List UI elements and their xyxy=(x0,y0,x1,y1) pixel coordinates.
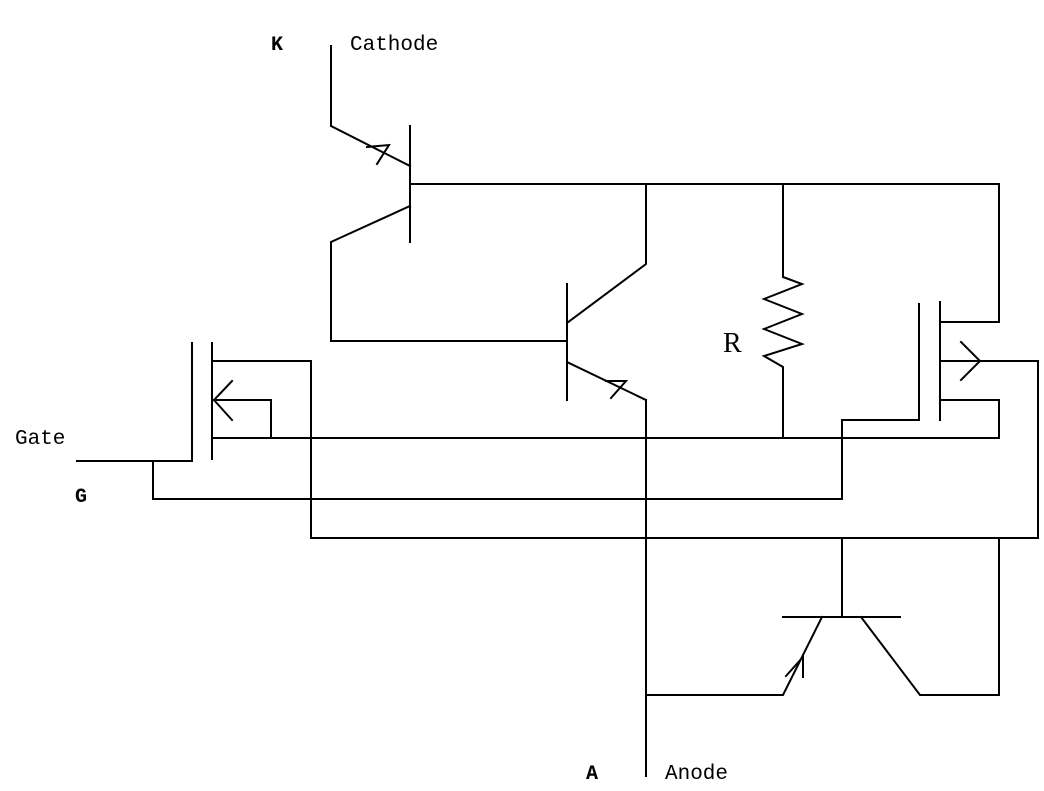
right-mosfet xyxy=(918,183,1000,439)
left-mosfet-drain-wire xyxy=(211,360,1039,539)
bottom-pnp-emitter xyxy=(645,615,824,696)
left-mosfet-body-arrow-wire xyxy=(211,399,272,439)
bottom-pnp-transistor xyxy=(645,537,1000,696)
gate-bus-wire xyxy=(152,419,920,500)
resistor-label: R xyxy=(723,328,742,359)
left-mosfet-body-arrow-head xyxy=(212,379,234,422)
gate-letter-label: G xyxy=(75,486,87,509)
right-mosfet-body-arrow-head xyxy=(959,340,982,382)
resistor-r xyxy=(761,183,805,439)
cathode-name-label: Cathode xyxy=(350,34,438,57)
cathode-letter-label: K xyxy=(271,34,283,57)
bottom-pnp-collector xyxy=(859,615,1000,696)
bottom-pnp-emitter-arrow xyxy=(784,654,804,678)
top-pnp-emitter-arrow xyxy=(365,143,391,166)
cathode-lead xyxy=(330,45,412,168)
gate-name-label: Gate xyxy=(15,428,65,451)
left-mosfet xyxy=(191,342,1039,539)
anode-letter-label: A xyxy=(586,763,598,786)
resistor-zigzag xyxy=(761,183,805,439)
top-pnp-transistor xyxy=(330,45,566,342)
top-pnp-collector xyxy=(330,204,566,342)
middle-npn-transistor xyxy=(565,183,648,402)
middle-npn-emitter-arrow xyxy=(605,380,629,400)
right-mosfet-source-wire xyxy=(939,399,1000,439)
anode-name-label: Anode xyxy=(665,763,728,786)
middle-npn-collector xyxy=(565,183,647,325)
right-mosfet-drain-wire xyxy=(939,183,1000,323)
